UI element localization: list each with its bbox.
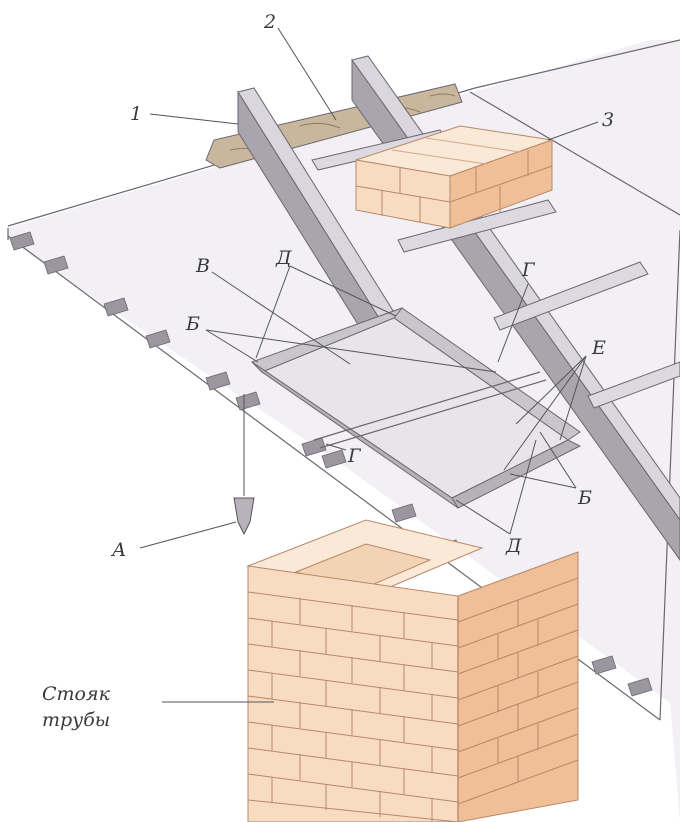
label-1: 1 [130, 103, 142, 125]
label-d-upper: Д [275, 247, 292, 269]
label-v: В [195, 255, 210, 277]
label-d-lower: Д [505, 535, 522, 557]
label-b-right: Б [577, 487, 592, 509]
eave-brackets [9, 231, 653, 697]
label-a: А [110, 539, 126, 561]
label-3: 3 [602, 109, 614, 131]
roof-opening [251, 307, 582, 509]
labels: 1 2 3 Д В Б Г Е Г Б Д А Стояк трубы [42, 11, 614, 731]
label-e: Е [591, 337, 606, 359]
brick-stack [355, 125, 553, 229]
caption-riser-line1: Стояк [42, 683, 111, 705]
plumb-bob [233, 394, 255, 536]
label-2: 2 [263, 11, 276, 33]
caption-riser-line2: трубы [42, 709, 110, 731]
leader-lines [139, 27, 599, 703]
label-b-left: Б [185, 313, 200, 335]
chimney-riser [246, 519, 579, 822]
label-g-lower: Г [347, 445, 362, 467]
label-g-upper: Г [521, 259, 536, 281]
